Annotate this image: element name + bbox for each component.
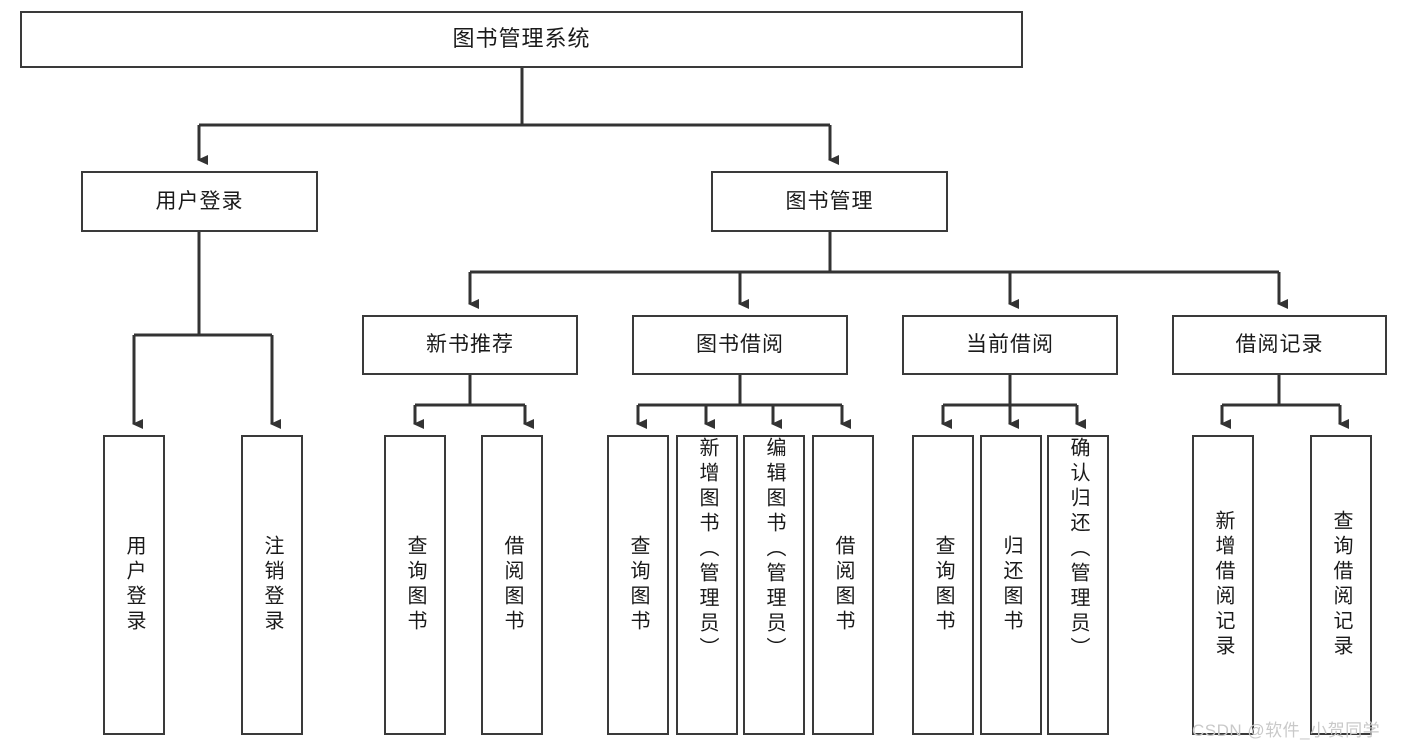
node-label: 借阅图书: [501, 535, 523, 635]
node-label: 用户登录: [123, 535, 145, 635]
leaf-return-book[interactable]: 归还图书: [980, 435, 1042, 735]
node-book-borrow[interactable]: 图书借阅: [632, 315, 848, 375]
leaf-query-book-recommend[interactable]: 查询图书: [384, 435, 446, 735]
node-label: 查询图书: [404, 535, 426, 635]
leaf-user-login[interactable]: 用户登录: [103, 435, 165, 735]
node-label: 借阅记录: [1235, 333, 1324, 357]
leaf-borrow-book-recommend[interactable]: 借阅图书: [481, 435, 543, 735]
node-label: 编辑图书（管理员）: [763, 437, 785, 662]
leaf-logout-login[interactable]: 注销登录: [241, 435, 303, 735]
node-new-book-recommend[interactable]: 新书推荐: [362, 315, 578, 375]
node-borrow-record[interactable]: 借阅记录: [1172, 315, 1387, 375]
node-user-login[interactable]: 用户登录: [81, 171, 318, 232]
node-label: 借阅图书: [832, 535, 854, 635]
csdn-watermark: CSDN @软件_小贺同学: [1192, 721, 1381, 740]
node-label: 注销登录: [261, 535, 283, 635]
node-label: 图书管理: [785, 189, 874, 213]
node-label: 查询图书: [932, 535, 954, 635]
leaf-borrow-book-borrow[interactable]: 借阅图书: [812, 435, 874, 735]
node-label: 新增借阅记录: [1212, 510, 1234, 660]
leaf-query-borrow-record[interactable]: 查询借阅记录: [1310, 435, 1372, 735]
node-label: 新书推荐: [426, 333, 514, 357]
node-label: 图书借阅: [696, 333, 784, 357]
leaf-query-book-borrow[interactable]: 查询图书: [607, 435, 669, 735]
node-label: 新增图书（管理员）: [696, 437, 718, 662]
leaf-edit-book-admin[interactable]: 编辑图书（管理员）: [743, 435, 805, 735]
node-label: 归还图书: [1000, 535, 1022, 635]
node-label: 用户登录: [155, 189, 244, 213]
node-label: 图书管理系统: [452, 26, 591, 52]
leaf-add-book-admin[interactable]: 新增图书（管理员）: [676, 435, 738, 735]
node-book-management[interactable]: 图书管理: [711, 171, 948, 232]
node-label: 确认归还（管理员）: [1067, 437, 1089, 662]
leaf-add-borrow-record[interactable]: 新增借阅记录: [1192, 435, 1254, 735]
leaf-confirm-return-admin[interactable]: 确认归还（管理员）: [1047, 435, 1109, 735]
node-root-system[interactable]: 图书管理系统: [20, 11, 1023, 68]
node-current-borrow[interactable]: 当前借阅: [902, 315, 1118, 375]
leaf-query-book-current[interactable]: 查询图书: [912, 435, 974, 735]
node-label: 查询图书: [627, 535, 649, 635]
node-label: 查询借阅记录: [1330, 510, 1352, 660]
node-label: 当前借阅: [966, 333, 1054, 357]
